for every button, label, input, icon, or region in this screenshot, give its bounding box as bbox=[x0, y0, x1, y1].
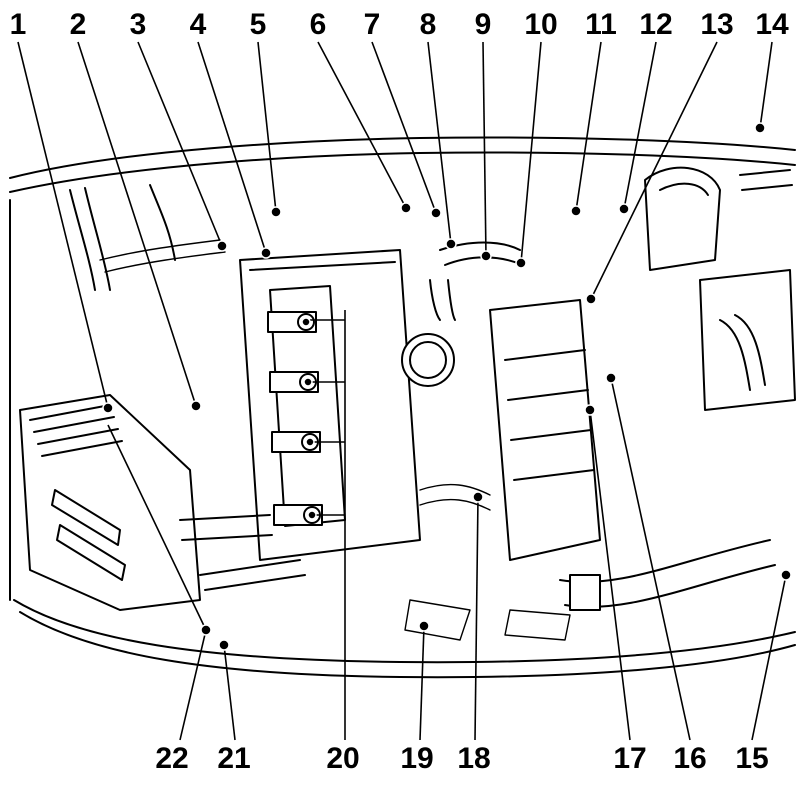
callout-17: 17 bbox=[613, 742, 646, 775]
callout-9: 9 bbox=[475, 8, 492, 41]
callout-15: 15 bbox=[735, 742, 768, 775]
callout-labels-bottom: 22 21 20 19 18 17 16 15 bbox=[155, 742, 768, 775]
callout-11: 11 bbox=[585, 8, 617, 41]
callout-16: 16 bbox=[673, 742, 706, 775]
callout-13: 13 bbox=[700, 8, 733, 41]
callout-2: 2 bbox=[70, 8, 87, 41]
callout-14: 14 bbox=[755, 8, 789, 41]
leader-lines bbox=[17, 41, 787, 741]
engine-bay-illustration bbox=[9, 136, 796, 679]
callout-labels-top: 1 2 3 4 5 6 7 8 9 10 11 12 13 14 bbox=[10, 8, 789, 41]
intake-manifold bbox=[489, 299, 601, 561]
callout-19: 19 bbox=[400, 742, 433, 775]
callout-3: 3 bbox=[130, 8, 147, 41]
callout-5: 5 bbox=[250, 8, 267, 41]
callout-22: 22 bbox=[155, 742, 188, 775]
callout-18: 18 bbox=[457, 742, 490, 775]
callout-21: 21 bbox=[217, 742, 250, 775]
callout-10: 10 bbox=[524, 8, 557, 41]
callout-12: 12 bbox=[639, 8, 672, 41]
coolant-reservoir bbox=[644, 166, 721, 271]
callout-6: 6 bbox=[310, 8, 327, 41]
callout-8: 8 bbox=[420, 8, 437, 41]
callout-7: 7 bbox=[364, 8, 381, 41]
callout-4: 4 bbox=[190, 8, 207, 41]
callout-1: 1 bbox=[10, 8, 27, 41]
callout-dots bbox=[102, 122, 792, 651]
callout-20: 20 bbox=[326, 742, 359, 775]
